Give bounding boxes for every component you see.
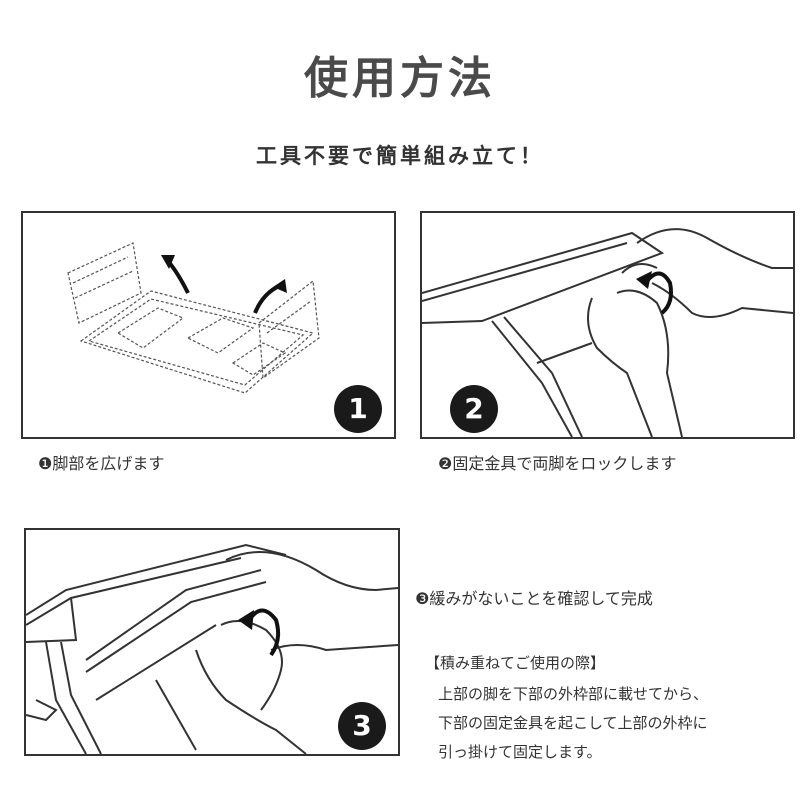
stacking-note-heading: 【積み重ねてご使用の際】 bbox=[425, 654, 606, 672]
page-subtitle: 工具不要で簡単組み立て！ bbox=[256, 144, 544, 168]
step-3-illustration: 3 bbox=[24, 528, 400, 756]
stacking-note-line-2: 下部の固定金具を起こして上部の外枠に bbox=[438, 714, 708, 732]
page-title: 使用方法 bbox=[304, 53, 496, 104]
step-3-number-badge: 3 bbox=[338, 702, 386, 750]
step-3-caption: ❸緩みがないことを確認して完成 bbox=[415, 589, 653, 608]
step-1-illustration: 1 bbox=[21, 211, 396, 439]
step-1-number-badge: 1 bbox=[334, 385, 382, 433]
stacking-note-line-3: 引っ掛けて固定します。 bbox=[438, 743, 602, 761]
step-2-illustration: 2 bbox=[420, 211, 795, 439]
step-2-caption: ❷固定金具で両脚をロックします bbox=[438, 454, 677, 473]
stacking-note-line-1: 上部の脚を下部の外枠部に載せてから、 bbox=[438, 685, 709, 703]
step-2-number-badge: 2 bbox=[450, 385, 498, 433]
step-1-caption: ❶脚部を広げます bbox=[38, 454, 165, 473]
